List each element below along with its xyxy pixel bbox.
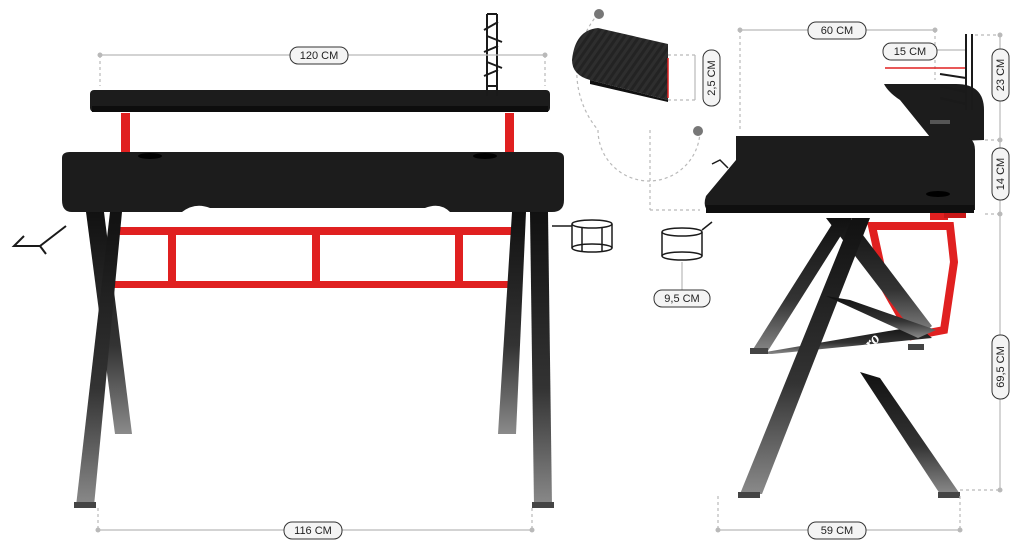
edge-detail xyxy=(572,9,703,182)
label-shelf-depth: 15 CM xyxy=(882,42,938,61)
frame-rail-top xyxy=(110,227,520,235)
svg-text:23 CM: 23 CM xyxy=(995,59,1007,91)
label-top-thickness: 2,5 CM xyxy=(702,49,721,107)
svg-text:9,5 CM: 9,5 CM xyxy=(664,293,699,305)
svg-text:15 CM: 15 CM xyxy=(894,46,926,58)
headphone-hook-left xyxy=(11,225,67,255)
svg-text:14 CM: 14 CM xyxy=(995,158,1007,190)
svg-text:120 CM: 120 CM xyxy=(300,50,339,62)
svg-text:59 CM: 59 CM xyxy=(821,525,853,537)
label-desk-height: 69,5 CM xyxy=(991,334,1010,400)
side-desk-top xyxy=(704,136,975,212)
shelf-riser-left xyxy=(121,113,130,158)
label-hook-height: 23 CM xyxy=(991,48,1010,102)
svg-text:116 CM: 116 CM xyxy=(294,525,332,537)
label-leg-width: 116 CM xyxy=(283,521,343,540)
cup-holder-side xyxy=(661,159,729,261)
label-cup-holder: 9,5 CM xyxy=(653,289,711,308)
front-legs xyxy=(74,212,554,508)
svg-text:69,5 CM: 69,5 CM xyxy=(995,346,1007,388)
cup-holder-front xyxy=(552,219,613,253)
shelf-riser-right xyxy=(505,113,514,158)
label-top-width: 120 CM xyxy=(289,46,349,65)
frame-rail-bottom xyxy=(112,281,520,288)
svg-text:2,5 CM: 2,5 CM xyxy=(706,60,718,95)
side-legs xyxy=(740,218,960,494)
svg-text:60 CM: 60 CM xyxy=(821,25,853,37)
label-base-depth: 59 CM xyxy=(807,521,867,540)
label-shelf-height: 14 CM xyxy=(991,147,1010,201)
side-shelf xyxy=(884,84,984,142)
front-view-desk xyxy=(11,13,613,508)
label-top-depth: 60 CM xyxy=(807,21,867,40)
desk-top xyxy=(62,152,564,212)
